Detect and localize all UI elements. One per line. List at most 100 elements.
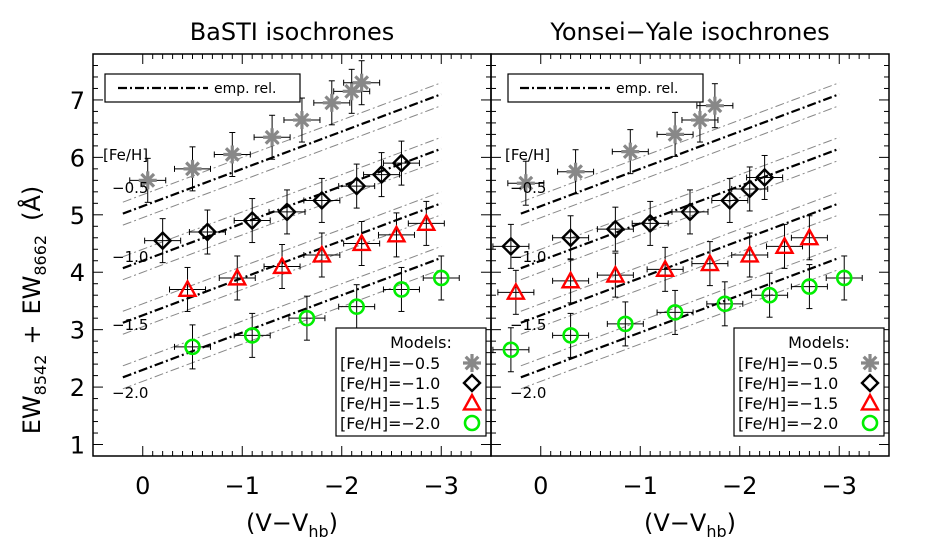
emp-relation-band (520, 159, 840, 281)
diamond-marker (462, 373, 482, 393)
star-marker (354, 75, 370, 91)
data-point (681, 97, 719, 143)
data-point (766, 223, 804, 269)
star-marker (140, 172, 156, 188)
x-label-sub: hb (706, 522, 726, 541)
data-point (144, 218, 182, 264)
data-point (492, 327, 530, 373)
data-points (492, 83, 863, 373)
emp-relation-band (122, 245, 442, 367)
emp-relation-line (520, 147, 840, 270)
emp-relation-line (520, 93, 840, 215)
panel-title: Yonsei−Yale isochrones (549, 18, 829, 46)
triangle-marker (774, 235, 795, 254)
y-label-unit: (Å) (17, 186, 46, 221)
star-marker (568, 164, 584, 180)
y-label-ew1: EW (18, 395, 46, 434)
feh-row-label: −1.0 (112, 248, 148, 266)
emp-relation-band (122, 268, 442, 390)
triangle-marker (416, 212, 437, 232)
emp-relation-band (520, 136, 840, 258)
emp-relation-line (520, 202, 840, 324)
data-point (731, 232, 769, 278)
circle-marker (393, 281, 410, 298)
diamond-marker (860, 373, 880, 393)
data-point (174, 146, 211, 192)
feh-header: [Fe/H] (505, 146, 550, 164)
data-point (790, 215, 828, 261)
x-tick-label: 0 (533, 472, 548, 500)
models-legend-title: Models: (788, 333, 850, 352)
data-point (557, 149, 595, 195)
data-point (213, 132, 251, 177)
data-point (253, 114, 291, 160)
circle-marker (801, 278, 818, 295)
x-axis-label-text: (V−Vhb) (644, 509, 736, 541)
data-point (746, 154, 784, 200)
emp-relation-band (122, 136, 442, 258)
star-marker (692, 112, 708, 128)
emp-legend-label: emp. rel. (214, 81, 276, 97)
y-tick-label: 5 (70, 202, 85, 230)
x-tick-label: −1 (225, 472, 260, 500)
y-tick-label: 4 (70, 259, 85, 287)
triangle-marker (177, 278, 198, 298)
data-point (671, 189, 709, 235)
diamond-marker (152, 230, 173, 251)
star-marker (862, 355, 878, 371)
circle-marker (463, 414, 481, 432)
diamond-marker (640, 213, 660, 234)
data-point (492, 223, 530, 269)
axis-ticks (93, 54, 491, 456)
data-point (233, 198, 271, 244)
star-marker (294, 112, 310, 128)
circle-marker (502, 341, 520, 359)
data-point (631, 200, 669, 246)
y-tick-label: 1 (70, 432, 85, 460)
diamond-marker (197, 222, 218, 242)
star-marker (622, 144, 638, 160)
diamond-marker (312, 190, 332, 211)
circle-marker (761, 286, 778, 304)
emp-relation-band (520, 105, 840, 226)
triangle-marker (739, 244, 760, 263)
star-marker (224, 147, 240, 162)
emp-legend: emp. rel. (507, 73, 704, 103)
y-tick-label: 6 (70, 144, 85, 172)
star-marker (464, 355, 480, 371)
triangle-marker (227, 267, 248, 286)
emp-legend-label: emp. rel. (616, 81, 678, 97)
data-point (611, 129, 649, 175)
data-point (552, 215, 590, 261)
data-point (263, 243, 301, 289)
data-point (646, 246, 684, 292)
x-axis-label: (V−Vhb) (644, 509, 736, 541)
data-point (422, 255, 460, 301)
data-point (363, 152, 401, 198)
data-point (596, 252, 634, 298)
emp-relation-band (122, 105, 442, 226)
data-point (343, 221, 381, 267)
feh-row-label: −0.5 (510, 179, 546, 197)
panel-yonsei-yale: Yonsei−Yale isochrones 0−1−2−3 emp. rel.… (490, 18, 890, 541)
diamond-marker (346, 176, 367, 196)
data-point (790, 264, 828, 310)
feh-row-label: −1.0 (510, 248, 546, 266)
circle-marker (184, 338, 201, 356)
emp-relation-line (122, 93, 442, 215)
x-label-main: (V−V (246, 509, 309, 537)
circle-marker (617, 315, 634, 333)
data-point (338, 163, 376, 209)
circle-marker (666, 304, 684, 321)
axis-ticks (491, 54, 889, 456)
x-tick-label: −1 (623, 472, 658, 500)
data-point (129, 157, 167, 203)
x-label-main: (V−V (644, 509, 707, 537)
feh-row-label: −2.0 (510, 384, 546, 402)
data-point (188, 209, 226, 255)
models-legend-entry: [Fe/H]=−0.5 (738, 354, 838, 373)
x-tick-label: −2 (722, 472, 757, 500)
circle-marker (835, 269, 853, 287)
triangle-marker (699, 253, 720, 272)
data-point (174, 324, 211, 370)
